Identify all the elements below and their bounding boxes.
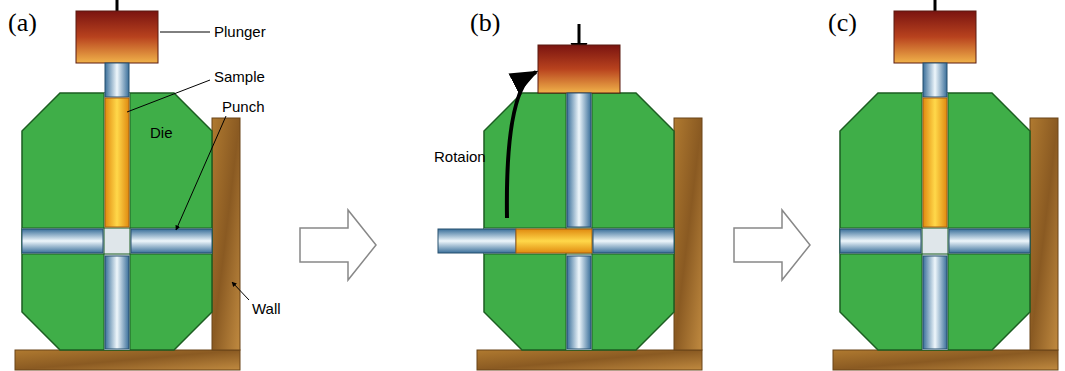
leader-line xyxy=(176,116,226,230)
panel-letter: (b) xyxy=(470,8,500,38)
part-label: Sample xyxy=(214,68,265,85)
part-label: Rotaion xyxy=(434,148,486,165)
state-b xyxy=(438,24,702,370)
leader-line xyxy=(160,32,210,33)
panel-letter: (a) xyxy=(8,8,37,38)
step-arrow xyxy=(300,210,376,280)
state-a xyxy=(15,0,240,370)
part-label: Wall xyxy=(252,300,281,317)
part-label: Punch xyxy=(222,98,265,115)
leader-line xyxy=(127,80,210,112)
leader-line xyxy=(232,282,249,300)
part-label: Die xyxy=(150,124,173,141)
panel-letter: (c) xyxy=(828,8,857,38)
state-c xyxy=(833,0,1058,370)
step-arrow xyxy=(734,210,810,280)
part-label: Plunger xyxy=(214,23,266,40)
